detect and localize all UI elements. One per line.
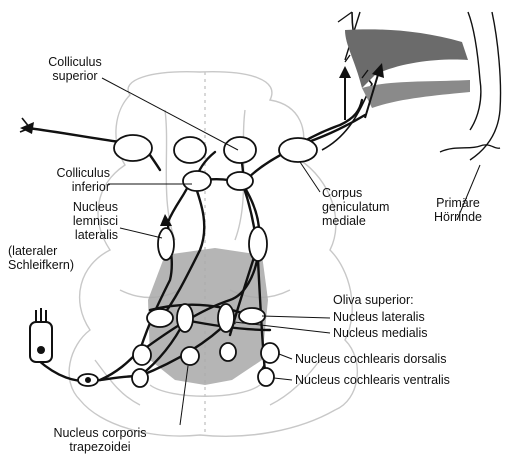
label-line: Colliculus [20,166,110,180]
label-nucleus-lateralis: Nucleus lateralis [333,310,425,324]
label-line: lemnisci [20,214,118,228]
oliva-left-a [147,309,173,327]
label-line: Colliculus [20,55,130,69]
oliva-right-medialis [218,304,234,332]
colliculus-superior-right [224,137,256,163]
label-colliculus-inferior: Colliculus inferior [20,166,110,194]
colliculus-superior-mid [174,137,206,163]
colliculus-inferior-left [183,171,211,191]
label-lateraler-schleifkern: (lateraler Schleifkern) [8,244,74,272]
label-line: superior [20,69,130,83]
label-line: lateralis [20,228,118,242]
label-line: Primäre [418,196,498,210]
label-line: Hörrinde [418,210,498,224]
cochlearis-left-b [132,369,148,387]
label-colliculus-superior: Colliculus superior [20,55,130,83]
corporis-trapezoidei [181,347,199,365]
nucleus-lemnisci-left [158,228,174,260]
label-line: (lateraler [8,244,74,258]
label-nucleus-cochlearis-ventralis: Nucleus cochlearis ventralis [295,373,450,387]
label-nucleus-cochlearis-dorsalis: Nucleus cochlearis dorsalis [295,352,446,366]
label-line: Nucleus [20,200,118,214]
cochlearis-ventralis [258,368,274,386]
colliculus-superior-left [114,135,152,161]
cochlea-icon [30,308,98,386]
oliva-left-b [177,304,193,332]
cortex [322,12,501,160]
label-nucleus-medialis: Nucleus medialis [333,326,427,340]
label-line: Nucleus corporis [20,426,180,440]
label-line: inferior [20,180,110,194]
colliculus-inferior-right [227,172,253,190]
nucleus-lemnisci-right [249,227,267,261]
label-primaere-hoerrinde: Primäre Hörrinde [418,196,498,224]
label-nucleus-corporis-trapezoidei: Nucleus corporis trapezoidei [20,426,180,454]
label-corpus-geniculatum-mediale: Corpus geniculatum mediale [322,186,389,228]
corpus-geniculatum-mediale [279,138,317,162]
cochlearis-dorsalis [261,343,279,363]
label-line: Corpus [322,186,389,200]
cochlearis-left-a [133,345,151,365]
label-line: geniculatum [322,200,389,214]
label-line: trapezoidei [20,440,180,454]
label-line: Schleifkern) [8,258,74,272]
label-line: mediale [322,214,389,228]
label-oliva-superior: Oliva superior: [333,293,414,307]
label-nucleus-lemnisci-lateralis: Nucleus lemnisci lateralis [20,200,118,242]
cochlearis-mid [220,343,236,361]
oliva-right-lateralis [239,308,265,324]
